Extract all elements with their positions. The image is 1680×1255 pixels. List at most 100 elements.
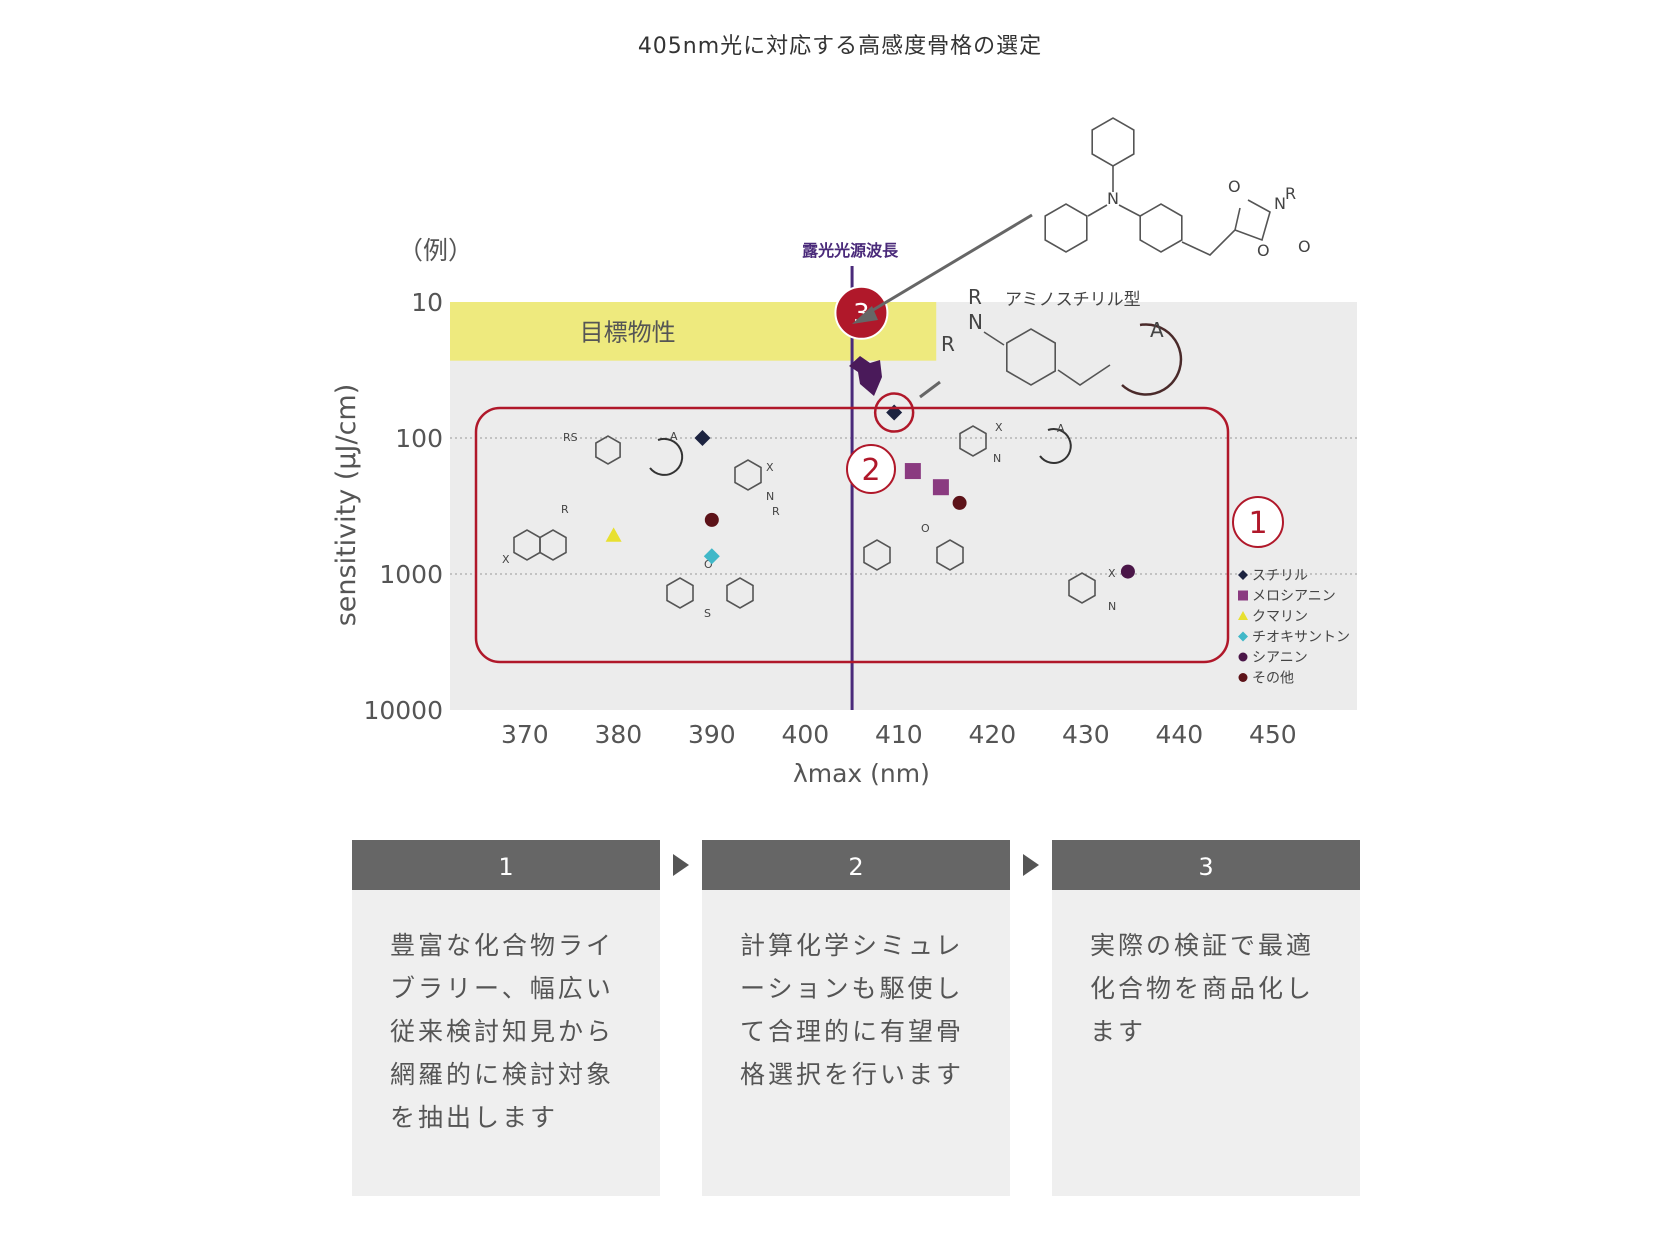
- data-point: [904, 463, 921, 480]
- structure-atom-label: A: [670, 430, 678, 443]
- x-tick-label: 370: [501, 720, 549, 749]
- structure-ring: [595, 435, 621, 465]
- legend-label: クマリン: [1252, 609, 1308, 625]
- x-tick-label: 380: [594, 720, 642, 749]
- structure-atom-label: N: [766, 490, 774, 503]
- structure-atom-label: O: [921, 522, 930, 535]
- x-tick-label: 450: [1249, 720, 1297, 749]
- acceptor-ring-icon: [649, 437, 684, 476]
- page-title: 405nm光に対応する高感度骨格の選定: [637, 34, 1043, 59]
- x-axis-label: λmax (nm): [793, 759, 930, 788]
- acceptor-ring-icon: [1121, 323, 1183, 396]
- step-description: 実際の検証で最適化合物を商品化します: [1090, 931, 1315, 1046]
- structure-ring: [936, 539, 964, 571]
- data-point: [694, 430, 711, 446]
- upward-arrow-icon: [849, 356, 882, 396]
- step-description: 計算化学シミュレーションも駆使して合理的に有望骨格選択を行います: [740, 931, 965, 1089]
- structure-atom-label: O: [1257, 241, 1270, 260]
- data-point: [704, 512, 719, 527]
- acceptor-ring-icon: [1039, 428, 1072, 464]
- structure-atom-label: A: [1057, 422, 1065, 435]
- structure-atom-label: O: [704, 558, 713, 571]
- legend-marker: [1238, 611, 1248, 620]
- legend-marker: [1238, 590, 1248, 601]
- structure-ring: [666, 577, 694, 609]
- steps-section: 1 豊富な化合物ライブラリー、幅広い従来検討知見から網羅的に検討対象を抽出します…: [352, 840, 1360, 1196]
- structure-atom-label: X: [766, 461, 774, 474]
- structure-atom-label: N: [1107, 189, 1119, 208]
- legend-marker: [1238, 673, 1248, 682]
- step-2-marker: [846, 444, 896, 494]
- structure-atom-label: O: [1298, 237, 1311, 256]
- structure-ring: [1005, 328, 1056, 386]
- step-card-3: 3 実際の検証で最適化合物を商品化します: [1052, 840, 1360, 1196]
- legend-label: シアニン: [1252, 650, 1308, 666]
- legend-marker: [1238, 652, 1248, 662]
- structure-atom-label: R: [968, 285, 982, 309]
- structure-atom-label: X: [1108, 567, 1116, 580]
- legend-marker: [1238, 570, 1248, 580]
- structure-ring: [863, 539, 891, 571]
- structure-ring: [1068, 572, 1096, 604]
- y-tick-label: 1000: [379, 560, 443, 589]
- y-tick-label: 100: [395, 424, 443, 453]
- structure-atom-label: R: [941, 332, 955, 356]
- structure-atom-label: R: [561, 503, 569, 516]
- legend-label: スチリル: [1252, 568, 1308, 584]
- legend-marker: [1238, 631, 1248, 642]
- step-card-2: 2 計算化学シミュレーションも駆使して合理的に有望骨格選択を行います: [702, 840, 1010, 1196]
- structure-atom-label: A: [1150, 318, 1164, 342]
- x-tick-label: 430: [1062, 720, 1110, 749]
- step-1-marker: [1232, 496, 1284, 548]
- legend-label: その他: [1252, 671, 1294, 687]
- candidate-region: [474, 406, 1230, 664]
- structure-atom-label: S: [704, 607, 711, 620]
- highlight-ring: [873, 392, 915, 433]
- target-point: [834, 285, 889, 340]
- amino-styryl-label: アミノスチリル型: [1005, 290, 1141, 310]
- structure-atom-label: O: [1228, 177, 1241, 196]
- step-arrow-icon: [673, 854, 689, 876]
- y-tick-label: 10: [411, 288, 443, 317]
- structure-atom-label: N: [993, 452, 1001, 465]
- pointer-arrow: [862, 213, 1033, 318]
- structure-atom-label: R: [772, 505, 780, 518]
- data-point: [952, 495, 967, 510]
- legend-label: メロシアニン: [1252, 589, 1336, 605]
- x-tick-label: 440: [1155, 720, 1203, 749]
- structure-ring: [1044, 203, 1088, 253]
- structure-ring: [734, 459, 762, 491]
- step-number: 1: [352, 840, 660, 890]
- structure-atom-label: N: [1108, 600, 1116, 613]
- step-number: 2: [702, 840, 1010, 890]
- pointer-arrow: [919, 380, 941, 399]
- structure-ring: [1139, 203, 1183, 253]
- plot-area: [450, 302, 1357, 710]
- structure-ring: [1091, 117, 1135, 167]
- x-tick-label: 400: [781, 720, 829, 749]
- x-tick-label: 410: [875, 720, 923, 749]
- structure-atom-label: X: [995, 421, 1003, 434]
- structure-atom-label: RS: [563, 431, 578, 444]
- step-2-marker-label: 2: [861, 453, 880, 488]
- structure-ring: [726, 577, 754, 609]
- y-axis-label: sensitivity (μJ/cm): [331, 384, 362, 627]
- x-tick-label: 420: [968, 720, 1016, 749]
- structure-atom-label: X: [502, 553, 510, 566]
- step-card-1: 1 豊富な化合物ライブラリー、幅広い従来検討知見から網羅的に検討対象を抽出します: [352, 840, 660, 1196]
- structure-ring: [539, 529, 567, 561]
- data-point: [703, 548, 720, 565]
- step-number: 3: [1052, 840, 1360, 890]
- step-description: 豊富な化合物ライブラリー、幅広い従来検討知見から網羅的に検討対象を抽出します: [390, 931, 615, 1132]
- legend-label: チオキサントン: [1252, 630, 1350, 646]
- step-1-marker-label: 1: [1248, 506, 1267, 541]
- data-point: [932, 479, 949, 496]
- example-label: （例）: [398, 236, 473, 265]
- target-label: 目標物性: [580, 318, 676, 346]
- x-tick-label: 390: [688, 720, 736, 749]
- arrowhead-icon: [852, 306, 878, 324]
- y-tick-label: 10000: [363, 696, 443, 725]
- structure-atom-label: N: [1274, 194, 1286, 213]
- structure-atom-label: N: [968, 310, 983, 334]
